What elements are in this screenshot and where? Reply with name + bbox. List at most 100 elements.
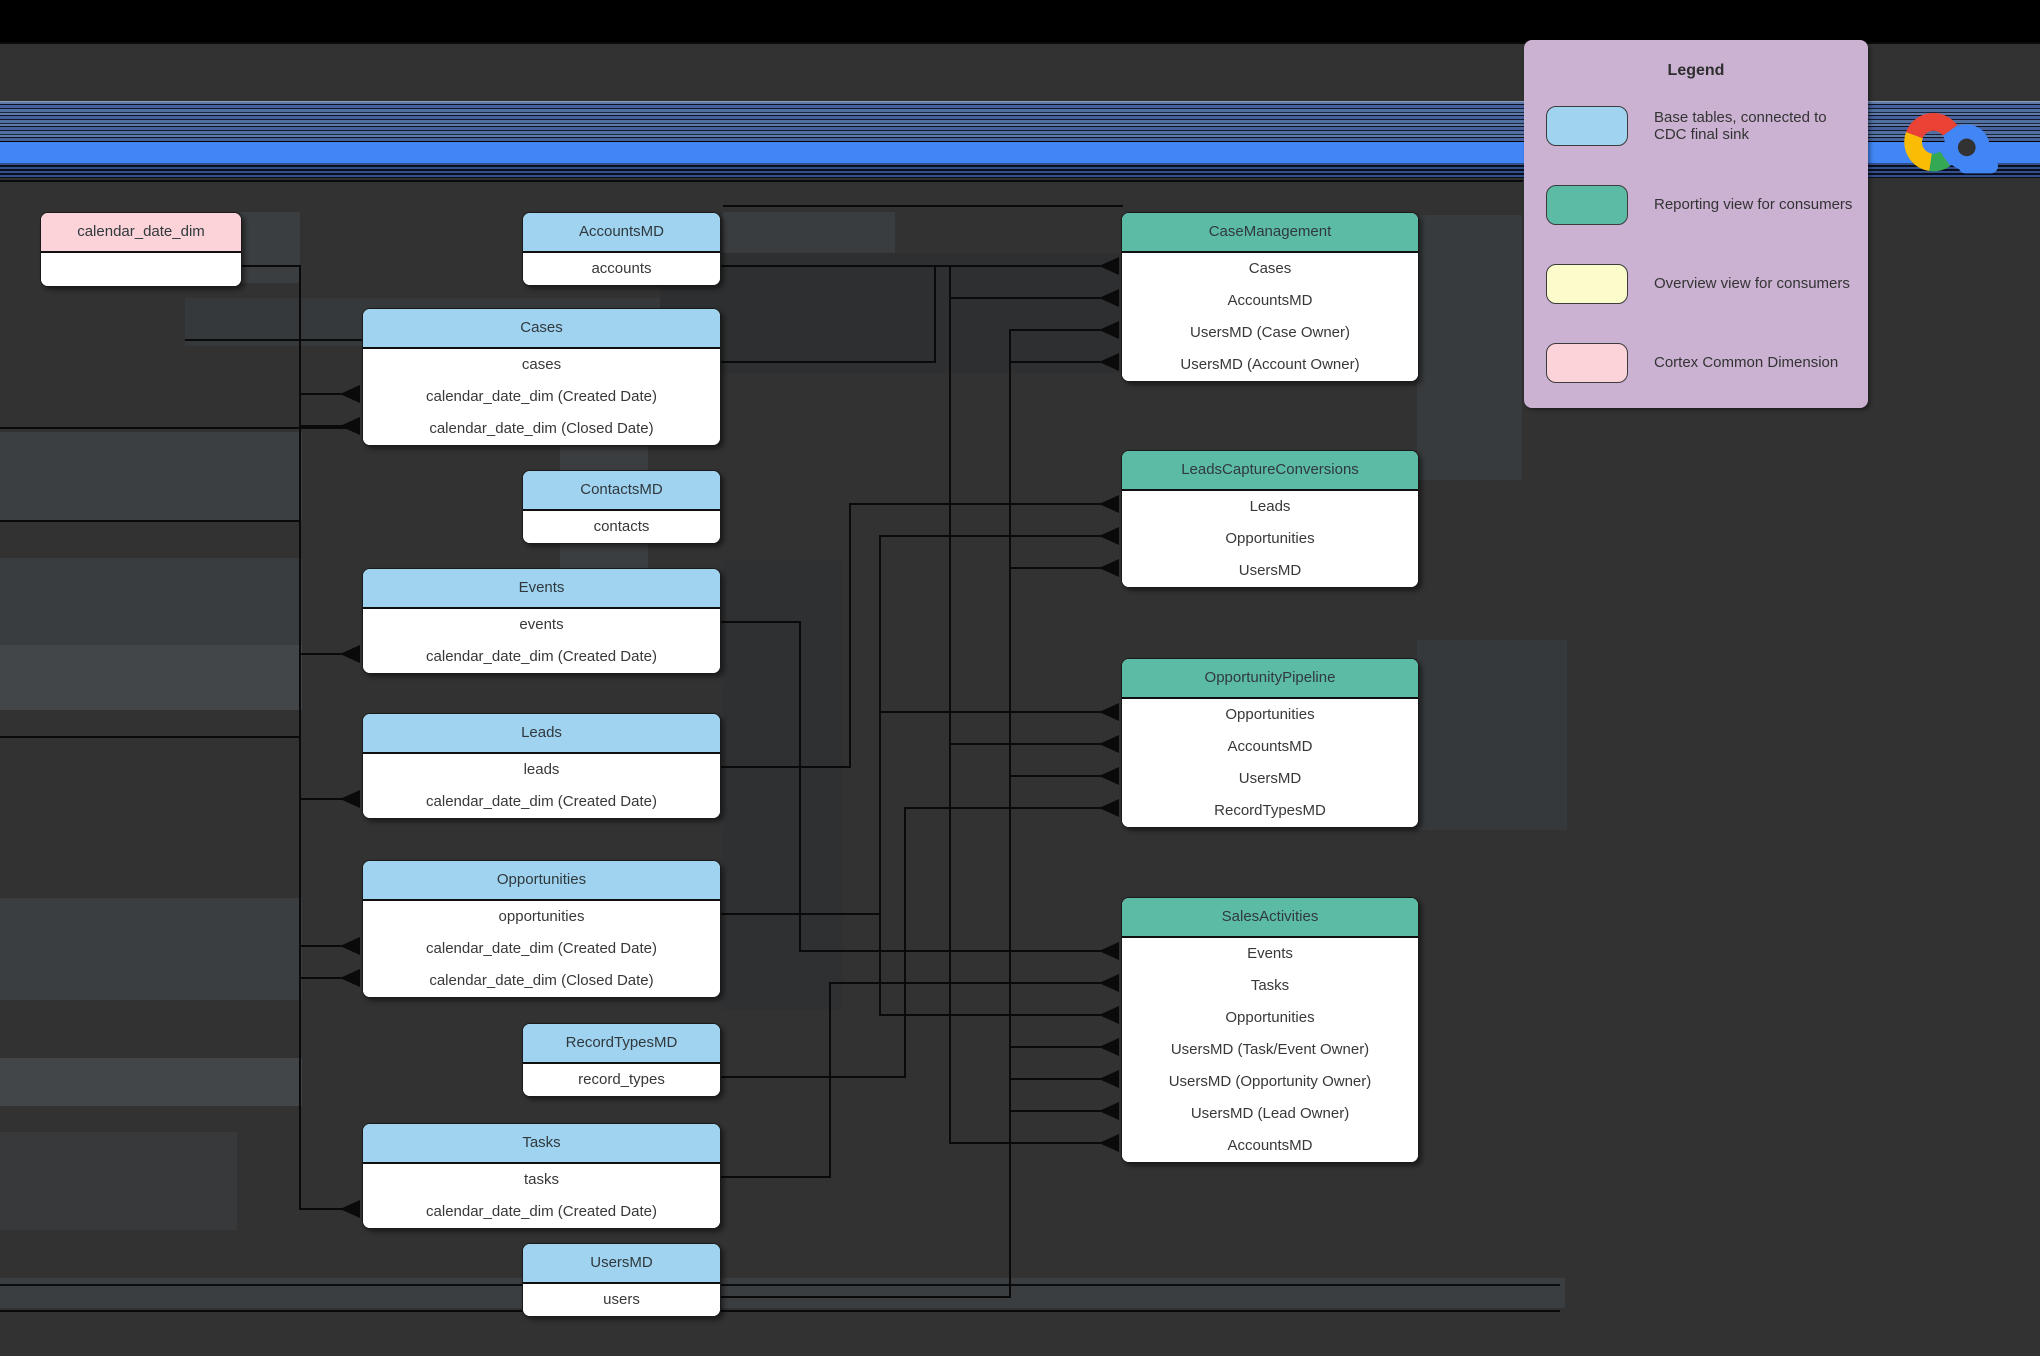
table-row: cases [363, 349, 720, 381]
edge-record_types_md-to-opportunity_pipeline [719, 807, 1101, 1078]
table-row: users [523, 1284, 720, 1316]
table-row: AccountsMD [1122, 1130, 1418, 1162]
table-header: OpportunityPipeline [1122, 659, 1418, 699]
edge-cases-to-case_management [719, 265, 1101, 363]
edge-calendar_date_dim-to-cases [240, 265, 342, 395]
crowfoot-arrowhead [340, 969, 360, 987]
table-row: accounts [523, 253, 720, 285]
crowfoot-arrowhead [1099, 1038, 1119, 1056]
table-row: AccountsMD [1122, 731, 1418, 763]
table-row: AccountsMD [1122, 285, 1418, 317]
crowfoot-arrowhead [1099, 257, 1119, 275]
crowfoot-arrowhead [1099, 321, 1119, 339]
crowfoot-arrowhead [340, 645, 360, 663]
crowfoot-arrowhead [1099, 703, 1119, 721]
table-header: Events [363, 569, 720, 609]
edge-opportunities-to-sales_activities [719, 913, 1101, 1016]
legend-item: Cortex Common Dimension [1524, 323, 1868, 402]
legend-swatch-reporting [1546, 184, 1628, 225]
legend-item: Overview view for consumers [1524, 244, 1868, 323]
legend-item-label: Base tables, connected to CDC final sink [1654, 108, 1827, 143]
table-row: record_types [523, 1064, 720, 1096]
crowfoot-arrowhead [1099, 1070, 1119, 1088]
edge-users_md-to-sales_activities [719, 1110, 1101, 1298]
table-row: calendar_date_dim (Closed Date) [363, 965, 720, 997]
legend-item-label: Overview view for consumers [1654, 275, 1850, 292]
table-header: Opportunities [363, 861, 720, 901]
legend-swatch-base [1546, 105, 1628, 146]
crowfoot-arrowhead [1099, 1134, 1119, 1152]
edge-calendar_date_dim-to-tasks [240, 265, 342, 1210]
table-header: Leads [363, 714, 720, 754]
table-row: opportunities [363, 901, 720, 933]
legend-title: Legend [1667, 62, 1725, 79]
table-row: calendar_date_dim (Created Date) [363, 1196, 720, 1228]
table-calendar_date_dim[interactable]: calendar_date_dim [40, 212, 242, 287]
google-cloud-logo-icon [1904, 113, 1998, 174]
edge-calendar_date_dim-to-opportunities [240, 265, 342, 979]
legend-item: Reporting view for consumers [1524, 165, 1868, 244]
table-row: calendar_date_dim (Created Date) [363, 641, 720, 673]
crowfoot-arrowhead [1099, 495, 1119, 513]
table-row: calendar_date_dim (Created Date) [363, 933, 720, 965]
edge-leads-to-leads_capture_conversions [719, 503, 1101, 768]
table-row: RecordTypesMD [1122, 795, 1418, 827]
table-row: calendar_date_dim (Created Date) [363, 381, 720, 413]
table-row: Opportunities [1122, 699, 1418, 731]
table-header: Tasks [363, 1124, 720, 1164]
table-row: leads [363, 754, 720, 786]
crowfoot-arrowhead [1099, 289, 1119, 307]
table-row: UsersMD (Account Owner) [1122, 349, 1418, 381]
edge-calendar_date_dim-to-opportunities [240, 265, 342, 947]
crowfoot-arrowhead [340, 417, 360, 435]
table-header: Cases [363, 309, 720, 349]
table-row: events [363, 609, 720, 641]
table-row: calendar_date_dim (Closed Date) [363, 413, 720, 445]
crowfoot-arrowhead [1099, 559, 1119, 577]
table-header: CaseManagement [1122, 213, 1418, 253]
crowfoot-arrowhead [1099, 527, 1119, 545]
table-row: contacts [523, 511, 720, 543]
edge-events-to-sales_activities [719, 621, 1101, 952]
table-row: Tasks [1122, 970, 1418, 1002]
crowfoot-arrowhead [1099, 1102, 1119, 1120]
crowfoot-arrowhead [340, 790, 360, 808]
edge-calendar_date_dim-to-cases [240, 265, 342, 427]
table-row: UsersMD [1122, 555, 1418, 587]
table-row: Cases [1122, 253, 1418, 285]
table-row: UsersMD (Task/Event Owner) [1122, 1034, 1418, 1066]
table-header: ContactsMD [523, 471, 720, 511]
table-row [41, 253, 241, 286]
crowfoot-arrowhead [1099, 735, 1119, 753]
crowfoot-arrowhead [1099, 942, 1119, 960]
table-header: LeadsCaptureConversions [1122, 451, 1418, 491]
legend-panel: Legend Base tables, connected to CDC fin… [1524, 40, 1868, 408]
legend-item: Base tables, connected to CDC final sink [1524, 86, 1868, 165]
edge-calendar_date_dim-to-events [240, 265, 342, 655]
table-header: AccountsMD [523, 213, 720, 253]
table-row: UsersMD (Case Owner) [1122, 317, 1418, 349]
table-row: UsersMD (Opportunity Owner) [1122, 1066, 1418, 1098]
legend-swatch-overview [1546, 263, 1628, 304]
legend-item-label: Reporting view for consumers [1654, 196, 1853, 213]
table-header: UsersMD [523, 1244, 720, 1284]
crowfoot-arrowhead [1099, 353, 1119, 371]
edge-calendar_date_dim-to-leads [240, 265, 342, 800]
table-row: UsersMD [1122, 763, 1418, 795]
crowfoot-arrowhead [1099, 1006, 1119, 1024]
